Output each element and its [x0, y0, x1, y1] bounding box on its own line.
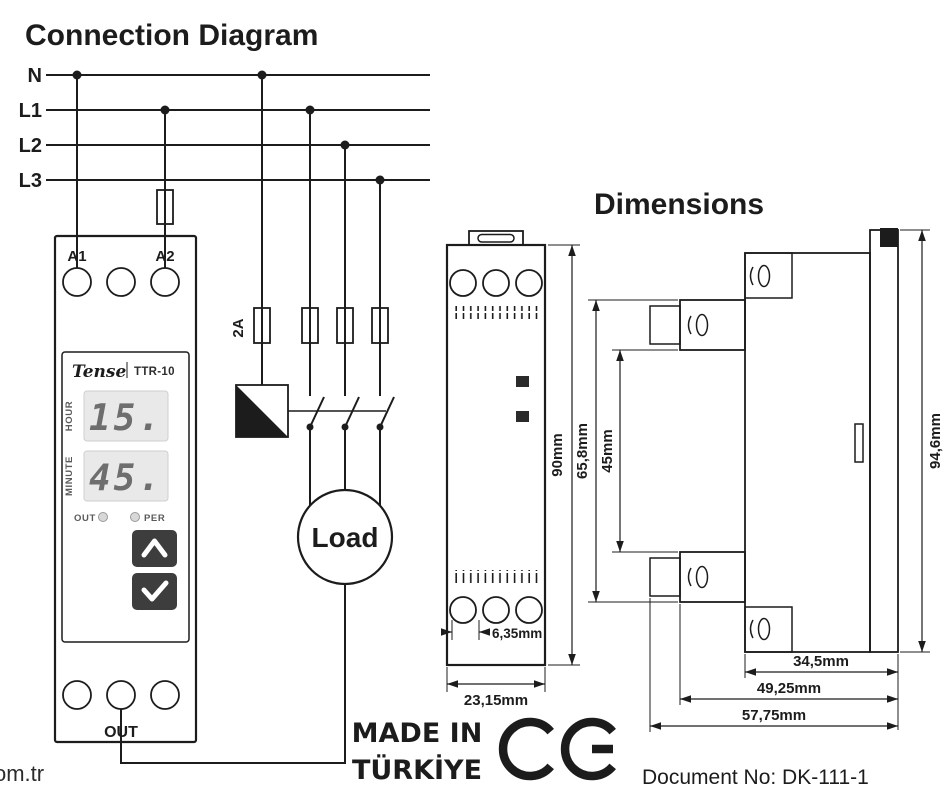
- junction-dot: [340, 140, 350, 150]
- chevron-up-icon: [141, 538, 168, 558]
- terminal-mid-top: [106, 267, 136, 297]
- minute-display: [83, 450, 169, 502]
- wiring: N L1 L2 L3 2A: [19, 65, 430, 764]
- load-symbol: Load: [296, 488, 394, 586]
- front-panel: [61, 351, 190, 643]
- terminal-out-2: [106, 680, 136, 710]
- rail-label-n: N: [28, 65, 42, 87]
- terminal-block-top-outer: [679, 299, 746, 351]
- total-height-label: 94,6mm: [927, 413, 944, 469]
- fuse-l2: [336, 307, 354, 344]
- screw-hole: [695, 313, 709, 337]
- inner-span-label: 45mm: [599, 429, 616, 472]
- dim-terminal-pitch: 6,35mm: [441, 620, 542, 641]
- control-fuse-label: 2A: [230, 318, 247, 337]
- rail-label-l3: L3: [19, 170, 42, 192]
- terminal-hatch-bottom: [452, 570, 540, 583]
- minute-label: MINUTE: [64, 456, 75, 496]
- terminal-pitch-label: 6,35mm: [492, 626, 542, 641]
- rail-label-l1: L1: [19, 100, 42, 122]
- body-height-label: 90mm: [549, 433, 566, 476]
- per-led: [130, 512, 140, 522]
- junction-dot: [72, 70, 82, 80]
- side-view: [649, 228, 899, 653]
- load-label: Load: [312, 522, 379, 553]
- terminal-block-bottom-inner: [744, 606, 793, 653]
- out-led-label: OUT: [74, 513, 96, 524]
- contactor-fill: [236, 385, 288, 437]
- fuse-l1: [301, 307, 319, 344]
- hour-display-value: 15.: [89, 398, 163, 439]
- fuse-2a: [253, 307, 271, 344]
- dim-depth-mid: 49,25mm: [679, 604, 898, 705]
- made-in-line2: TÜRKİYE: [352, 753, 482, 786]
- fuse-l3: [371, 307, 389, 344]
- footer: om.tr MADE IN TÜRKİYE Document No: DK-11…: [0, 717, 869, 789]
- terminal-block-bottom-outer: [679, 551, 746, 603]
- din-rail-column: [869, 229, 899, 653]
- connection-diagram-section: Connection Diagram A1 A2 Tense TTR-10 HO…: [19, 19, 430, 764]
- per-led-label: PER: [144, 513, 165, 524]
- terminal-hatch-top: [452, 306, 540, 319]
- dim-terminal-span: 65,8mm: [574, 299, 678, 603]
- depth-body-label: 34,5mm: [793, 653, 849, 670]
- partial-url-text: om.tr: [0, 761, 44, 786]
- connection-diagram-title: Connection Diagram: [25, 19, 318, 52]
- dim-depth-body: 34,5mm: [744, 653, 899, 730]
- up-arrow-button: [132, 530, 177, 567]
- dim-body-height: 90mm: [548, 244, 580, 666]
- terminal-a2: [150, 267, 180, 297]
- out-led: [98, 512, 108, 522]
- din-clip: [880, 228, 898, 247]
- depth-mid-label: 49,25mm: [757, 680, 821, 697]
- junction-dot: [375, 175, 385, 185]
- hour-label: HOUR: [64, 401, 75, 431]
- screw-hole: [757, 617, 771, 641]
- dimensions-title: Dimensions: [594, 188, 764, 221]
- front-view: [445, 230, 547, 667]
- contact-blade-3: [379, 396, 395, 428]
- screw-hole: [757, 264, 771, 288]
- check-icon: [141, 580, 169, 602]
- contact-blade-1: [309, 396, 325, 428]
- contactor-symbol: [235, 384, 386, 438]
- timer-relay-device: A1 A2 Tense TTR-10 HOUR 15. MINUTE 45. O…: [53, 234, 198, 744]
- wire-out-return: [120, 584, 346, 764]
- document-no-text: Document No: DK-111-1: [642, 766, 869, 789]
- confirm-button: [132, 573, 177, 610]
- contact-blade-2: [344, 396, 360, 428]
- release-slot: [854, 423, 864, 463]
- rail-label-l2: L2: [19, 135, 42, 157]
- dimensions-section: Dimensions 6,35mm: [441, 188, 944, 732]
- depth-total-label: 57,75mm: [742, 707, 806, 724]
- screw-hole: [695, 565, 709, 589]
- terminal-span-label: 65,8mm: [574, 423, 591, 479]
- dim-front-width: 23,15mm: [446, 667, 546, 709]
- made-in-line1: MADE IN: [352, 718, 483, 749]
- dim-depth-total: 57,75mm: [649, 598, 898, 732]
- device-terminals: [62, 267, 180, 710]
- ce-mark-icon: [498, 717, 616, 781]
- front-body: [445, 243, 547, 667]
- front-width-label: 23,15mm: [464, 692, 528, 709]
- led-window-1: [516, 376, 529, 387]
- junction-dot: [257, 70, 267, 80]
- hour-display: [83, 390, 169, 442]
- junction-dot: [160, 105, 170, 115]
- side-body: [744, 252, 871, 653]
- din-tab: [468, 230, 524, 246]
- led-window-2: [516, 411, 529, 422]
- fuse-a2: [156, 189, 174, 225]
- terminal-block-top-inner: [744, 252, 793, 299]
- terminal-out-3: [150, 680, 180, 710]
- brand-logo: Tense: [72, 362, 126, 382]
- dim-inner-span: 45mm: [599, 349, 678, 553]
- model-label: TTR-10: [134, 366, 175, 378]
- minute-display-value: 45.: [89, 458, 163, 499]
- dim-total-height: 94,6mm: [900, 229, 944, 653]
- terminal-a1: [62, 267, 92, 297]
- terminal-out-1: [62, 680, 92, 710]
- junction-dot: [305, 105, 315, 115]
